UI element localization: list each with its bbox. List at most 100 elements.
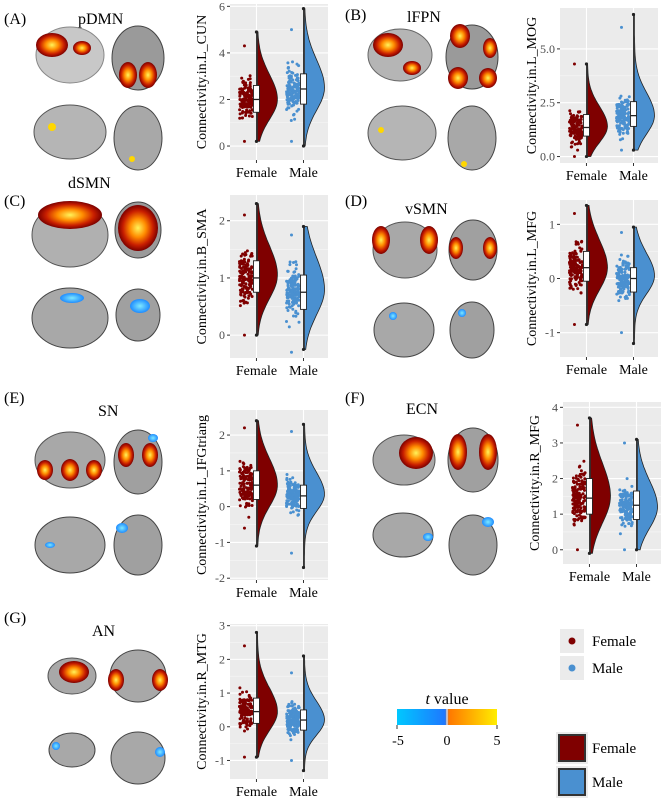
data-point	[291, 307, 295, 311]
legend-female-dot	[568, 637, 576, 645]
data-point	[287, 325, 291, 329]
box-outlier	[301, 654, 306, 658]
data-point	[626, 276, 630, 279]
data-point	[290, 292, 294, 296]
data-point	[627, 293, 631, 297]
y-tick-label: 2.5	[540, 96, 555, 110]
data-point	[285, 320, 288, 323]
data-point	[245, 495, 249, 498]
y-tick-label: -1	[215, 753, 225, 767]
data-point	[629, 518, 633, 522]
data-point	[249, 277, 253, 281]
data-point	[238, 269, 242, 273]
data-point	[618, 498, 622, 502]
data-point	[626, 494, 630, 498]
data-point	[623, 270, 627, 274]
data-point	[239, 493, 243, 497]
violin-female	[590, 417, 611, 554]
data-point	[576, 137, 580, 141]
data-point	[625, 507, 629, 511]
data-point	[286, 300, 290, 304]
data-point	[239, 290, 243, 294]
data-point	[247, 87, 251, 91]
data-point	[246, 487, 250, 491]
data-point	[295, 263, 298, 267]
data-point	[572, 491, 576, 495]
y-tick-label: 4	[552, 400, 558, 414]
x-tick-label: Female	[569, 570, 610, 585]
data-point	[574, 240, 578, 244]
panel-E: (E) SN -2-1012Connectivity.in.L_IFGtrian…	[4, 390, 328, 601]
data-point	[290, 104, 294, 108]
data-point	[292, 261, 295, 264]
data-point	[624, 267, 628, 271]
legend-male-swatch	[558, 768, 586, 796]
data-point	[296, 289, 300, 292]
data-point	[290, 429, 293, 433]
data-point	[241, 252, 245, 256]
x-tick-label: Female	[236, 785, 277, 800]
data-point	[630, 522, 634, 526]
data-point	[250, 295, 254, 298]
data-point	[574, 251, 578, 255]
data-point	[623, 117, 627, 121]
data-point	[242, 139, 246, 143]
x-tick-label: Female	[236, 586, 277, 601]
data-point	[249, 254, 253, 258]
data-point	[623, 441, 626, 445]
data-point	[576, 119, 580, 123]
data-point	[249, 283, 252, 287]
y-tick-label: -1	[215, 535, 225, 549]
brain-sagittal-top	[372, 434, 436, 486]
data-point	[292, 81, 296, 85]
data-point	[297, 704, 301, 708]
data-point	[569, 279, 573, 283]
data-point	[615, 264, 619, 268]
data-point	[568, 118, 572, 122]
data-point	[239, 700, 242, 704]
data-point	[291, 707, 295, 711]
data-point	[246, 259, 250, 263]
data-point	[620, 279, 624, 283]
data-point	[578, 110, 582, 114]
x-tick-label: Female	[236, 166, 277, 181]
data-point	[297, 505, 301, 508]
brain-maps	[372, 427, 499, 576]
data-point	[623, 504, 627, 508]
data-point	[580, 239, 584, 243]
data-point	[241, 81, 245, 84]
data-point	[291, 274, 295, 278]
data-point	[244, 277, 248, 281]
data-point	[620, 100, 623, 104]
data-point	[292, 486, 296, 490]
data-point	[617, 124, 621, 128]
data-point	[618, 284, 622, 288]
data-point	[285, 98, 289, 102]
data-point	[247, 502, 251, 506]
data-point	[583, 472, 587, 475]
data-point	[285, 712, 289, 716]
data-point	[294, 267, 298, 271]
data-point	[249, 478, 253, 482]
data-point	[574, 255, 578, 259]
legend-fills: Female Male	[556, 732, 636, 798]
data-point	[250, 271, 254, 275]
data-point	[568, 282, 572, 286]
data-point	[619, 253, 623, 257]
network-title: AN	[92, 623, 116, 640]
y-tick-label: 0	[219, 139, 225, 153]
data-point	[615, 104, 619, 108]
data-point	[579, 249, 583, 253]
data-point	[240, 276, 244, 280]
data-point	[238, 459, 242, 463]
box-outlier	[301, 224, 306, 229]
data-point	[297, 509, 301, 513]
data-point	[621, 131, 625, 135]
data-point	[248, 99, 252, 103]
data-point	[239, 484, 243, 488]
data-point	[624, 294, 628, 298]
data-point	[623, 283, 627, 287]
data-point	[239, 299, 242, 303]
data-point	[243, 497, 247, 501]
